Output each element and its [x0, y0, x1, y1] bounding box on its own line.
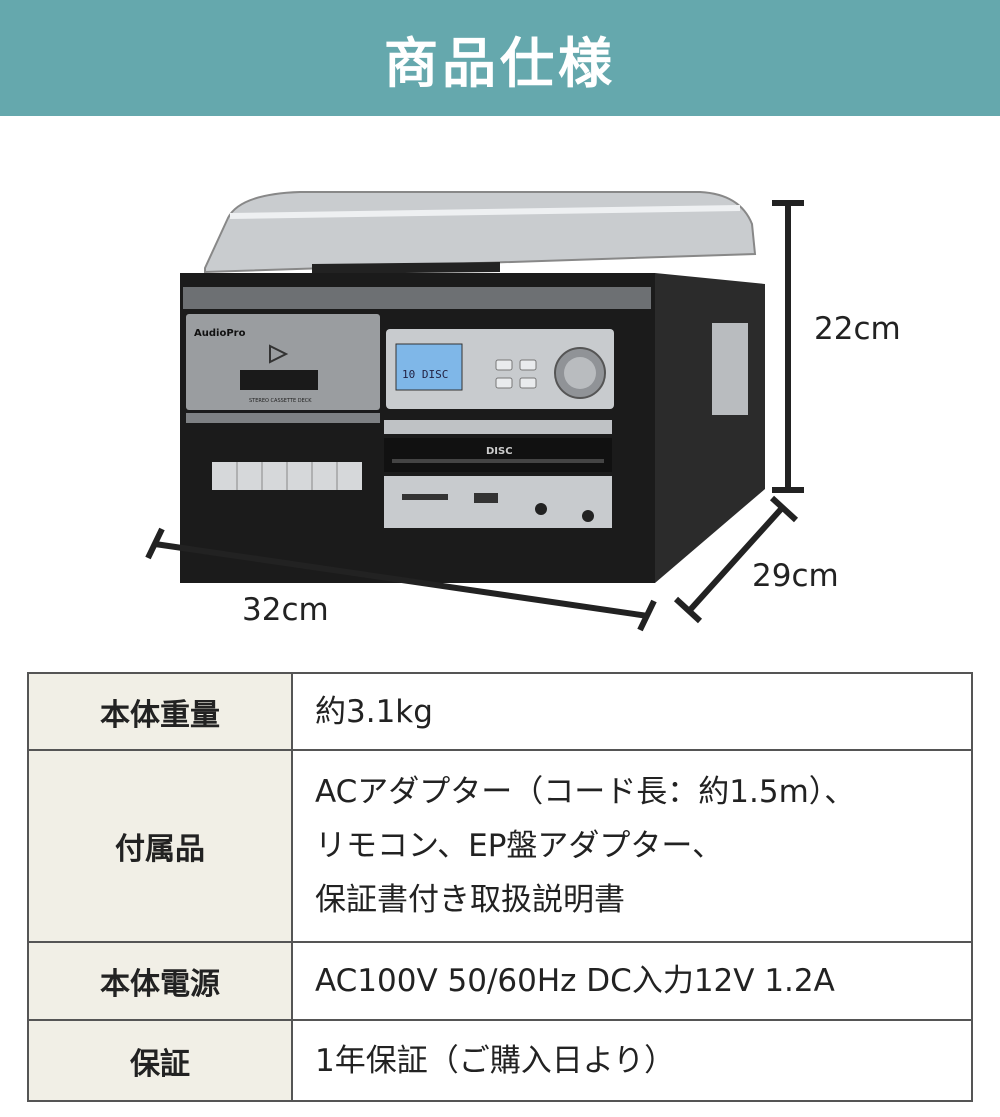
spec-key-weight: 本体重量	[27, 672, 293, 751]
dust-cover-lid	[204, 191, 757, 274]
product-illustration: AudioPro STEREO CASSETTE DECK 10 DISC	[145, 191, 804, 632]
accessory-line: 保証書付き取扱説明書	[315, 882, 625, 918]
depth-label: 29cm	[752, 558, 839, 594]
spec-row-warranty: 保証 1年保証（ご購入日より）	[27, 1019, 973, 1102]
spec-row-power: 本体電源 AC100V 50/60Hz DC入力12V 1.2A	[27, 941, 973, 1021]
cabinet-side	[655, 273, 765, 583]
accessory-line: ACアダプター（コード長：約1.5m）、	[315, 774, 856, 810]
spec-value-power: AC100V 50/60Hz DC入力12V 1.2A	[291, 941, 973, 1021]
accessory-line: リモコン、EP盤アダプター、	[315, 828, 724, 864]
depth-dimension-line	[687, 505, 785, 613]
width-label: 32cm	[242, 592, 329, 628]
height-label: 22cm	[814, 311, 901, 347]
spec-row-weight: 本体重量 約3.1kg	[27, 672, 973, 751]
svg-text:DISC: DISC	[486, 446, 513, 457]
spec-row-accessories: 付属品 ACアダプター（コード長：約1.5m）、 リモコン、EP盤アダプター、 …	[27, 749, 973, 943]
spec-key-power: 本体電源	[27, 941, 293, 1021]
lcd-display	[395, 343, 463, 391]
page-title: 商品仕様	[384, 31, 616, 95]
speaker-grille	[712, 323, 748, 415]
spec-value-accessories: ACアダプター（コード長：約1.5m）、 リモコン、EP盤アダプター、 保証書付…	[291, 749, 973, 943]
width-dimension-line	[154, 541, 649, 619]
spec-key-accessories: 付属品	[27, 749, 293, 943]
deck-label: STEREO CASSETTE DECK	[249, 398, 312, 404]
spec-value-weight: 約3.1kg	[291, 672, 973, 751]
cassette-keys	[212, 462, 362, 490]
cassette-door	[186, 314, 380, 410]
spec-key-warranty: 保証	[27, 1019, 293, 1102]
cd-slot-area	[384, 438, 612, 472]
product-figure: AudioPro STEREO CASSETTE DECK 10 DISC	[0, 116, 1000, 656]
svg-text:10 DISC: 10 DISC	[402, 368, 448, 381]
spec-value-warranty: 1年保証（ご購入日より）	[291, 1019, 973, 1102]
header-bar: 商品仕様	[0, 0, 1000, 116]
spec-table: 本体重量 約3.1kg 付属品 ACアダプター（コード長：約1.5m）、 リモコ…	[27, 672, 973, 1102]
brand-logo: AudioPro	[194, 328, 246, 339]
